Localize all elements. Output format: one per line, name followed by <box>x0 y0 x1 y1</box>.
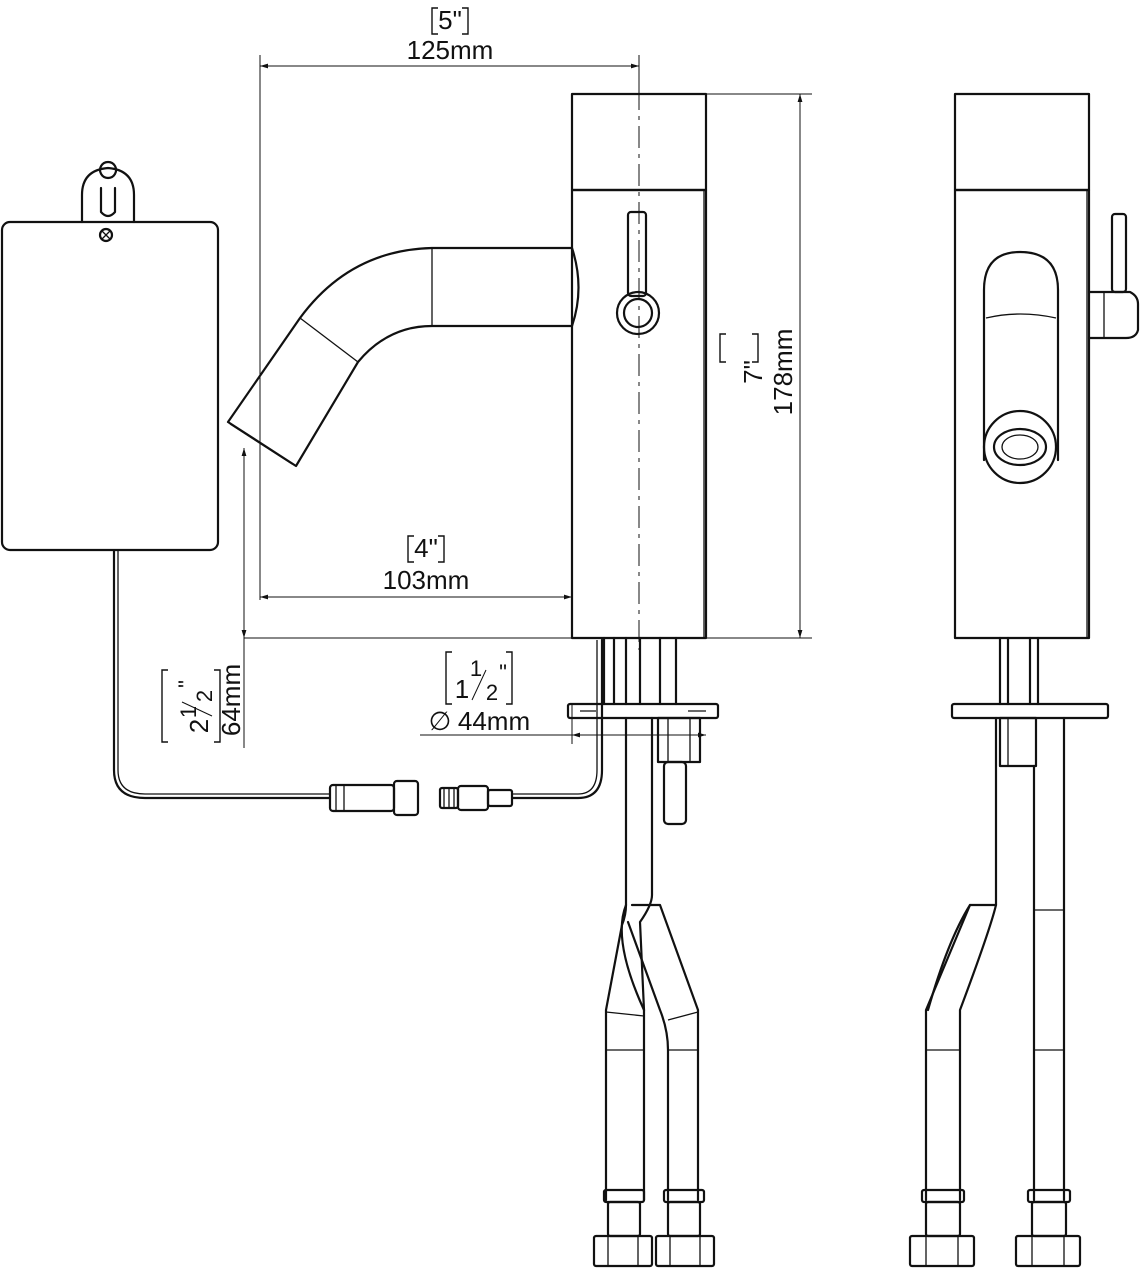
supply-hose-right <box>630 903 700 1202</box>
dimension-reach-total-imperial: 5" <box>438 5 462 35</box>
dimension-base-diameter-den: 2 <box>486 680 498 705</box>
dimension-base-diameter-mark: " <box>499 660 507 685</box>
screw-icon <box>98 227 114 243</box>
lever-hub <box>615 290 661 336</box>
threaded-stud <box>662 760 688 826</box>
lever-handle-front <box>1110 212 1128 294</box>
dimension-body-height: 7" 178mm <box>719 94 803 638</box>
aerator-ring <box>982 409 1058 485</box>
cable-connector-female <box>438 784 514 812</box>
faucet-front-view <box>908 92 1140 1268</box>
dimension-spout-clearance-num: 1 <box>176 706 201 718</box>
dimension-reach-inner: 4" 103mm <box>260 533 572 600</box>
supply-hose-front-b <box>1032 716 1066 1202</box>
dimension-spout-clearance-mark: " <box>174 680 199 688</box>
mounting-tab <box>80 166 136 224</box>
dimension-base-diameter-metric: 44mm <box>458 706 530 736</box>
cable-connector-male <box>328 779 420 817</box>
hose-fittings-front <box>908 1188 1082 1268</box>
sensor-cap-front <box>953 92 1091 192</box>
dimension-spout-clearance-whole: 2 <box>184 719 214 733</box>
dimension-base-diameter-num: 1 <box>470 656 482 681</box>
control-box-cable <box>112 549 332 800</box>
sensor-cable <box>510 638 604 800</box>
lever-handle <box>626 210 648 298</box>
mounting-flange <box>566 702 720 720</box>
lever-hub-front <box>1087 290 1140 340</box>
spout <box>226 246 580 468</box>
dimension-base-diameter-whole: 1 <box>455 674 469 704</box>
hose-fittings <box>592 1188 716 1268</box>
dimension-reach-total: 5" 125mm <box>260 5 639 69</box>
spout-front <box>982 250 1060 462</box>
mounting-nut-front <box>998 716 1038 768</box>
supply-hose-left <box>604 716 628 1202</box>
control-box <box>0 160 220 552</box>
dimension-body-height-metric: 178mm <box>768 329 798 416</box>
dimension-reach-inner-metric: 103mm <box>383 565 470 595</box>
dimension-spout-clearance-den: 2 <box>192 690 217 702</box>
mounting-flange-front <box>950 702 1110 720</box>
dimension-reach-inner-imperial: 4" <box>414 533 438 563</box>
faucet-body-front <box>953 188 1091 640</box>
faucet-side-view <box>226 88 720 1268</box>
dimension-body-height-imperial: 7" <box>738 360 768 384</box>
diameter-symbol: ∅ <box>429 706 452 736</box>
keyhole-slot <box>99 160 118 218</box>
mounting-nut <box>656 716 702 764</box>
dimension-reach-total-metric: 125mm <box>407 35 494 65</box>
dimension-spout-clearance: 2 1 2 " 64mm <box>161 448 247 748</box>
dimension-base-diameter: 1 1 2 " ∅ 44mm <box>420 651 706 744</box>
dimension-spout-clearance-metric: 64mm <box>216 664 246 736</box>
